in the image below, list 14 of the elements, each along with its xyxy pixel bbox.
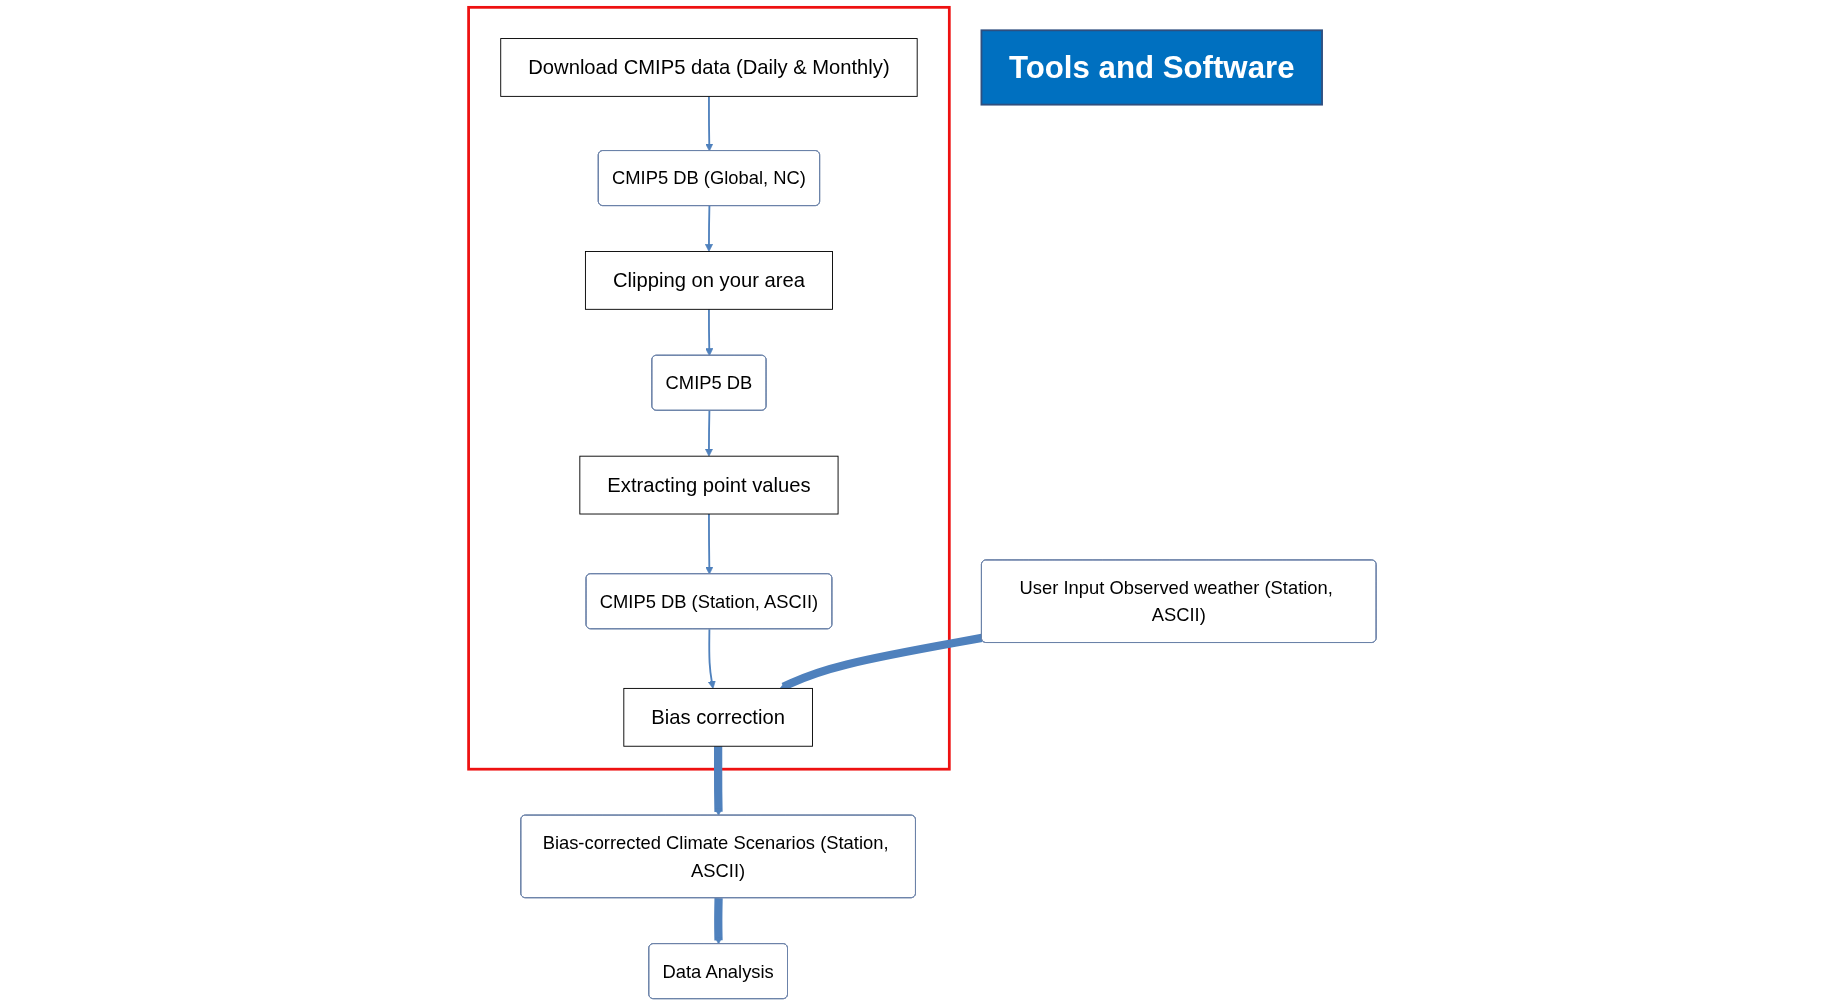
- node-box: Tools and Software: [980, 29, 1323, 106]
- cluster: [466, 5, 951, 771]
- node-box: Bias correction: [623, 687, 813, 747]
- arrow: [713, 745, 723, 816]
- node-box: Extracting point values: [579, 455, 839, 515]
- arrow: [704, 95, 713, 152]
- arrow: [704, 308, 713, 357]
- node-box: Download CMIP5 data (Daily & Monthly): [499, 38, 918, 97]
- arrow: [713, 897, 723, 945]
- node-box: Clipping on your area: [584, 251, 833, 310]
- arrow: [704, 205, 713, 252]
- arrow: [704, 513, 713, 575]
- arrow: [704, 409, 713, 457]
- arrow: [707, 628, 716, 689]
